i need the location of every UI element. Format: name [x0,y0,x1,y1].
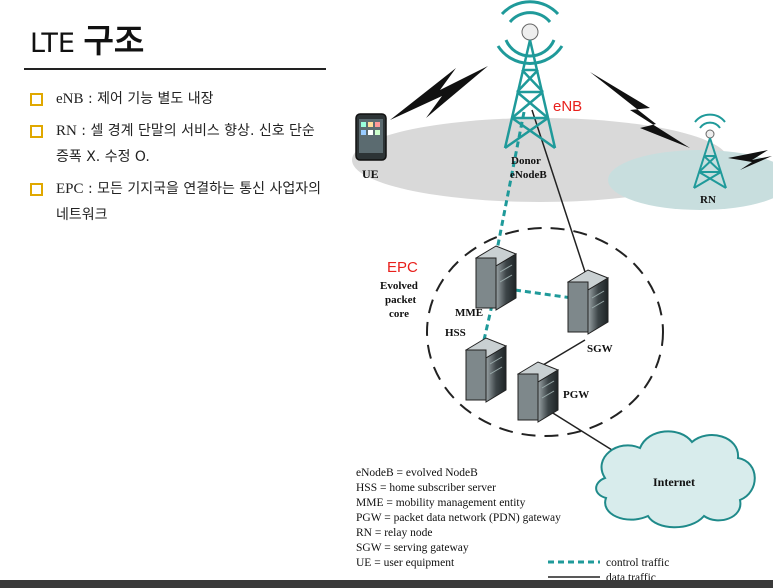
mme-label: MME [455,307,483,319]
mme-server-icon [474,245,518,311]
pgw-label: PGW [563,389,589,401]
bottom-bar [0,580,773,588]
rn-label: RN [700,194,716,206]
epc-label-line3: core [389,308,409,320]
glossary-item: SGW = serving gateway [356,542,469,554]
radio-link-bolt-right [590,72,690,148]
checkbox-bullet-icon [30,93,43,106]
donor-label-line1: Donor [511,155,541,167]
ue-phone-icon [355,113,387,161]
epc-label-line2: packet [385,294,417,306]
radio-link-bolt-rn [728,150,772,170]
bullet-list: eNB : 제어 기능 별도 내장 RN : 셀 경계 단말의 서비스 향상. … [28,86,328,234]
enb-red-label: eNB [553,98,582,115]
bullet-text: : 모든 기지국을 연결하는 통신 사업자의 네트워크 [56,181,322,223]
donor-enodeb-tower-icon [496,0,564,150]
sgw-server-icon [566,269,610,335]
hss-label: HSS [445,327,466,339]
legend-control-label: control traffic [606,557,669,569]
glossary-item: UE = user equipment [356,557,455,569]
checkbox-bullet-icon [30,125,43,138]
ue-label: UE [362,167,379,181]
bullet-head: eNB [56,91,84,107]
bullet-text: : 제어 기능 별도 내장 [83,91,214,107]
title-latin: LTE [30,28,75,59]
control-traffic-links [482,111,573,341]
rn-coverage-area [608,150,773,210]
internet-label: Internet [653,475,695,489]
title-korean: 구조 [83,21,145,60]
pgw-server-icon [516,361,560,423]
relay-node-tower-icon [693,113,727,189]
hss-server-icon [464,337,508,403]
glossary-item: RN = relay node [356,527,432,539]
bullet-head: EPC [56,181,84,197]
radio-link-bolt-left [390,66,488,120]
epc-label-line1: Evolved [380,280,418,292]
internet-cloud-icon [595,430,756,529]
checkbox-bullet-icon [30,183,43,196]
donor-label-line2: eNodeB [510,169,547,181]
title-divider [24,68,326,70]
bullet-head: RN [56,123,77,139]
bullet-item-rn: RN : 셀 경계 단말의 서비스 향상. 신호 단순 증폭 X. 수정 O. [28,118,328,170]
glossary-item: HSS = home subscriber server [356,482,496,494]
slide-title: LTE 구조 [30,14,144,62]
bullet-item-enb: eNB : 제어 기능 별도 내장 [28,86,328,112]
glossary: eNodeB = evolved NodeB HSS = home subscr… [356,467,561,569]
glossary-item: MME = mobility management entity [356,497,526,509]
bullet-item-epc: EPC : 모든 기지국을 연결하는 통신 사업자의 네트워크 [28,176,328,228]
glossary-item: PGW = packet data network (PDN) gateway [356,512,561,524]
epc-boundary [426,227,664,437]
epc-red-label: EPC [387,259,418,276]
sgw-label: SGW [587,343,613,355]
bullet-text: : 셀 경계 단말의 서비스 향상. 신호 단순 증폭 X. 수정 O. [56,123,315,165]
glossary-item: eNodeB = evolved NodeB [356,467,478,479]
